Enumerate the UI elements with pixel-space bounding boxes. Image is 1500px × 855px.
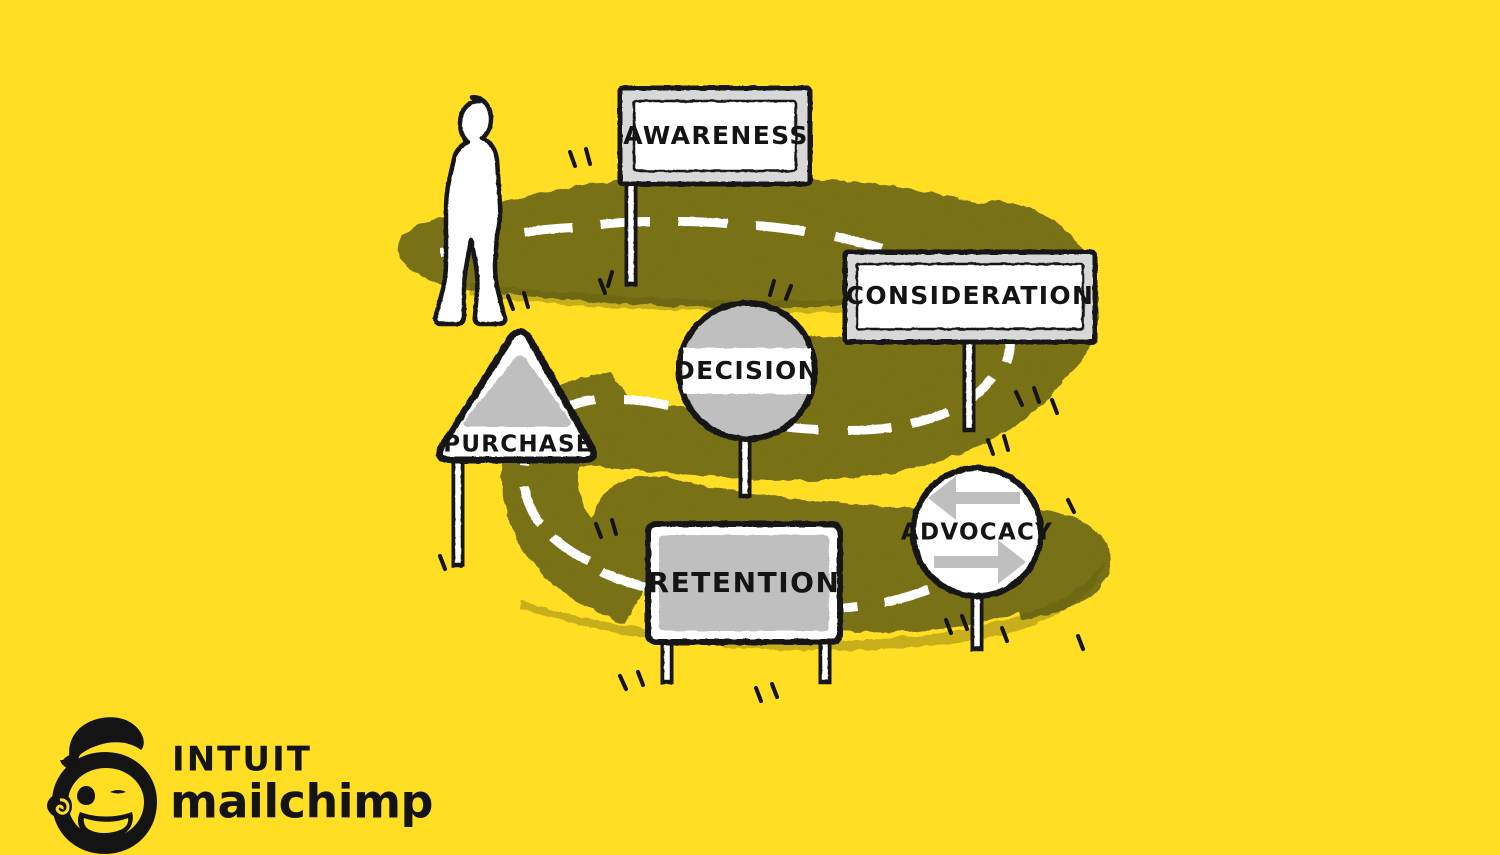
awareness-sign-post [623, 173, 639, 287]
purchase-sign-label: PURCHASE [443, 432, 593, 458]
purchase-sign-inner-triangle [463, 355, 572, 427]
purchase-sign-post [450, 452, 466, 568]
consideration-sign-label: CONSIDERATION [846, 281, 1095, 310]
grass-tufts [438, 147, 1085, 703]
intuit-mailchimp-logo[interactable]: INTUIT mailchimp [47, 717, 433, 854]
consideration-sign-post [961, 335, 977, 433]
decision-sign-label: DECISION [674, 356, 820, 385]
sign-retention[interactable]: RETENTION [645, 521, 843, 685]
freddie-monkey-mascot [47, 717, 157, 854]
sign-decision[interactable]: DECISION [674, 300, 820, 499]
advocacy-sign-label: ADVOCACY [901, 520, 1053, 546]
awareness-sign-panel [632, 99, 798, 173]
logo-intuit-text: INTUIT [172, 740, 312, 780]
retention-sign-panel [659, 535, 829, 631]
arrow-left-icon [928, 476, 1020, 520]
logo-mailchimp-text: mailchimp [170, 775, 433, 829]
arrow-right-icon [934, 540, 1026, 584]
road-middle-segment [505, 330, 1062, 481]
sign-advocacy[interactable]: ADVOCACY [901, 465, 1053, 652]
sign-purchase[interactable]: PURCHASE [435, 328, 598, 568]
sign-consideration[interactable]: CONSIDERATION [842, 249, 1098, 433]
awareness-sign-label: AWARENESS [623, 121, 809, 150]
retention-sign-label: RETENTION [648, 566, 841, 599]
sign-awareness[interactable]: AWARENESS [617, 85, 813, 287]
decision-sign-band [683, 348, 811, 394]
person-silhouette [432, 94, 508, 327]
consideration-sign-panel [855, 262, 1085, 331]
